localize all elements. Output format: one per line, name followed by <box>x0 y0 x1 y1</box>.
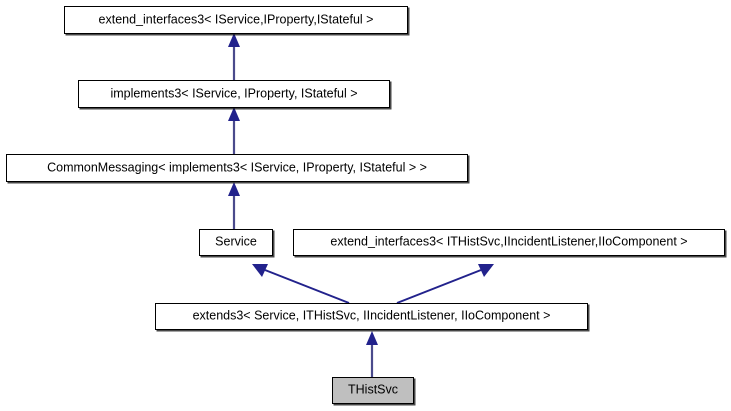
node-label: CommonMessaging< implements3< IService, … <box>47 160 427 175</box>
node-label: Service <box>215 234 257 249</box>
node-label: extends3< Service, ITHistSvc, IIncidentL… <box>192 308 551 323</box>
node-extend-interfaces3-iservice[interactable]: extend_interfaces3< IService,IProperty,I… <box>64 6 408 34</box>
edge-extends3-to-service <box>252 264 350 304</box>
node-label: THistSvc <box>348 382 398 397</box>
node-label: implements3< IService, IProperty, IState… <box>110 86 358 101</box>
node-thistsvc[interactable]: THistSvc <box>332 377 414 404</box>
node-label: extend_interfaces3< IService,IProperty,I… <box>98 12 374 27</box>
node-commonmessaging[interactable]: CommonMessaging< implements3< IService, … <box>6 154 468 182</box>
edge-thistsvc-to-extends3 <box>366 331 378 377</box>
edge-extends3-to-extend-interfaces3-thistsvc <box>396 264 494 304</box>
node-extends3[interactable]: extends3< Service, ITHistSvc, IIncidentL… <box>155 303 588 330</box>
edge-service-to-commonmessaging <box>228 182 240 229</box>
node-label: extend_interfaces3< ITHistSvc,IIncidentL… <box>330 234 688 249</box>
node-service[interactable]: Service <box>199 229 273 256</box>
node-extend-interfaces3-ithistsvc[interactable]: extend_interfaces3< ITHistSvc,IIncidentL… <box>293 229 725 256</box>
edge-commonmessaging-to-implements3 <box>228 107 240 154</box>
edge-implements3-to-extend-interfaces3-service <box>228 33 240 80</box>
node-implements3[interactable]: implements3< IService, IProperty, IState… <box>78 80 390 108</box>
